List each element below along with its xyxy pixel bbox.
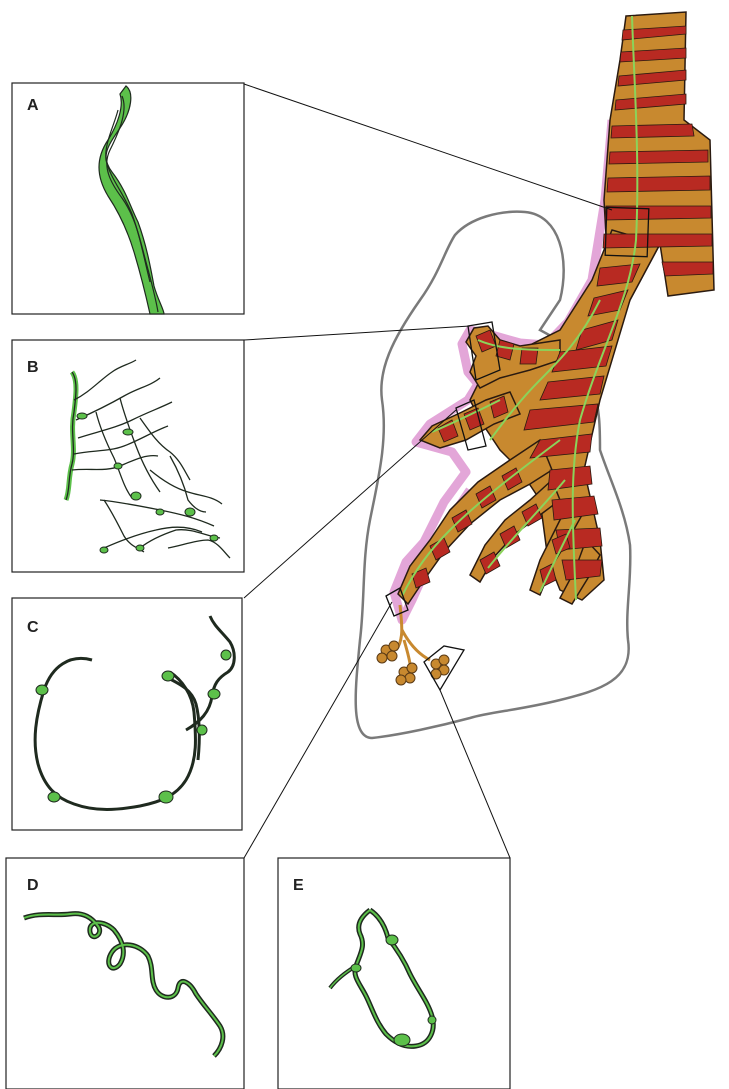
- panel-b-label: B: [27, 359, 39, 376]
- alveoli-cluster: [377, 605, 449, 685]
- panel-e-frame: [278, 858, 510, 1089]
- airway-tree: [394, 12, 714, 620]
- panel-a-label: A: [27, 97, 39, 114]
- panel-e: E: [278, 858, 510, 1089]
- panel-d-label: D: [27, 877, 39, 894]
- panel-b: B: [12, 340, 244, 572]
- panel-e-label: E: [293, 877, 304, 894]
- panel-d: D: [6, 858, 244, 1089]
- panel-c: C: [12, 598, 242, 830]
- panel-c-frame: [12, 598, 242, 830]
- panel-d-frame: [6, 858, 244, 1089]
- panel-a: A: [12, 83, 244, 314]
- panel-c-label: C: [27, 619, 39, 636]
- panel-b-frame: [12, 340, 244, 572]
